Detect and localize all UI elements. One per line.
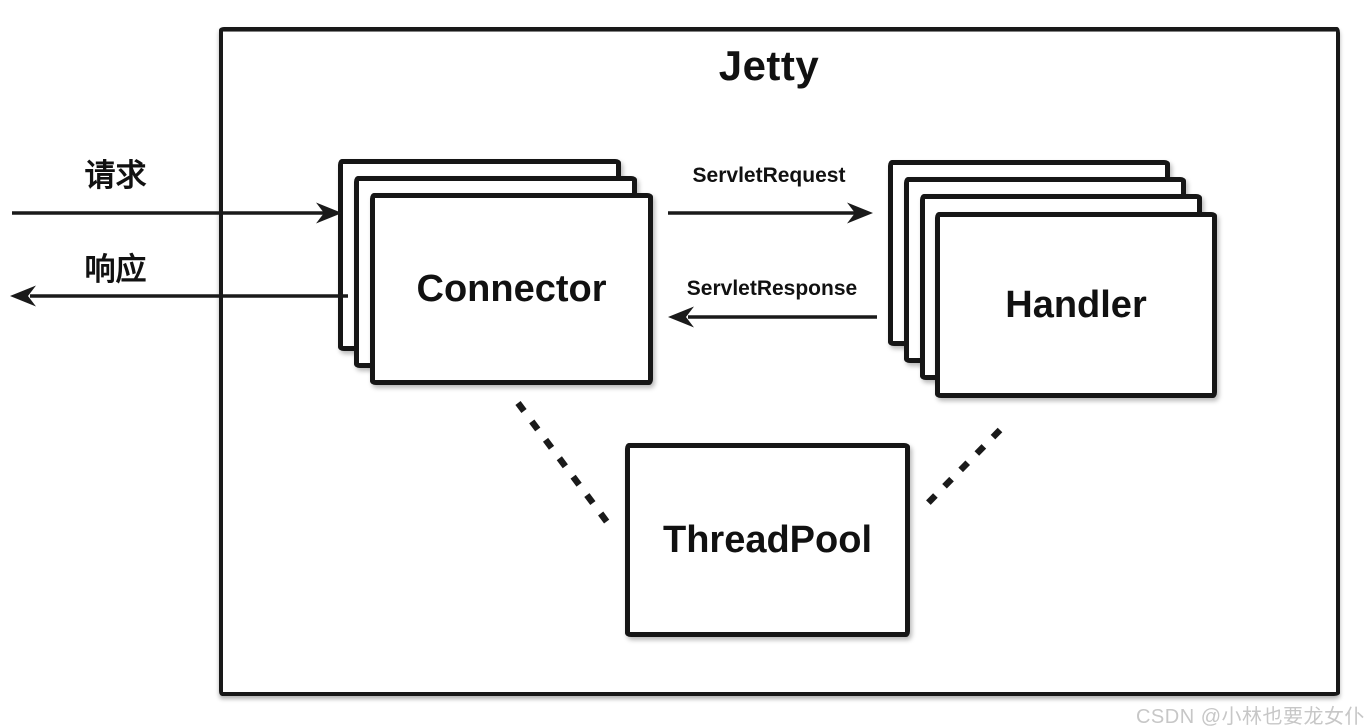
servlet-request-label: ServletRequest (692, 164, 846, 187)
request-label: 请求 (84, 158, 147, 193)
servlet-response-label: ServletResponse (686, 277, 858, 300)
threadpool-label: ThreadPool (662, 518, 873, 561)
threadpool-node: ThreadPool (625, 443, 910, 637)
diagram-title: Jetty (718, 42, 820, 89)
handler-node: Handler (935, 212, 1217, 398)
csdn-watermark: CSDN @小林也要龙女仆 (1135, 706, 1365, 728)
connector-label: Connector (416, 267, 607, 310)
jetty-container-box (219, 27, 1340, 696)
response-label: 响应 (84, 252, 147, 287)
connector-node: Connector (370, 193, 653, 385)
handler-label: Handler (1005, 283, 1147, 326)
